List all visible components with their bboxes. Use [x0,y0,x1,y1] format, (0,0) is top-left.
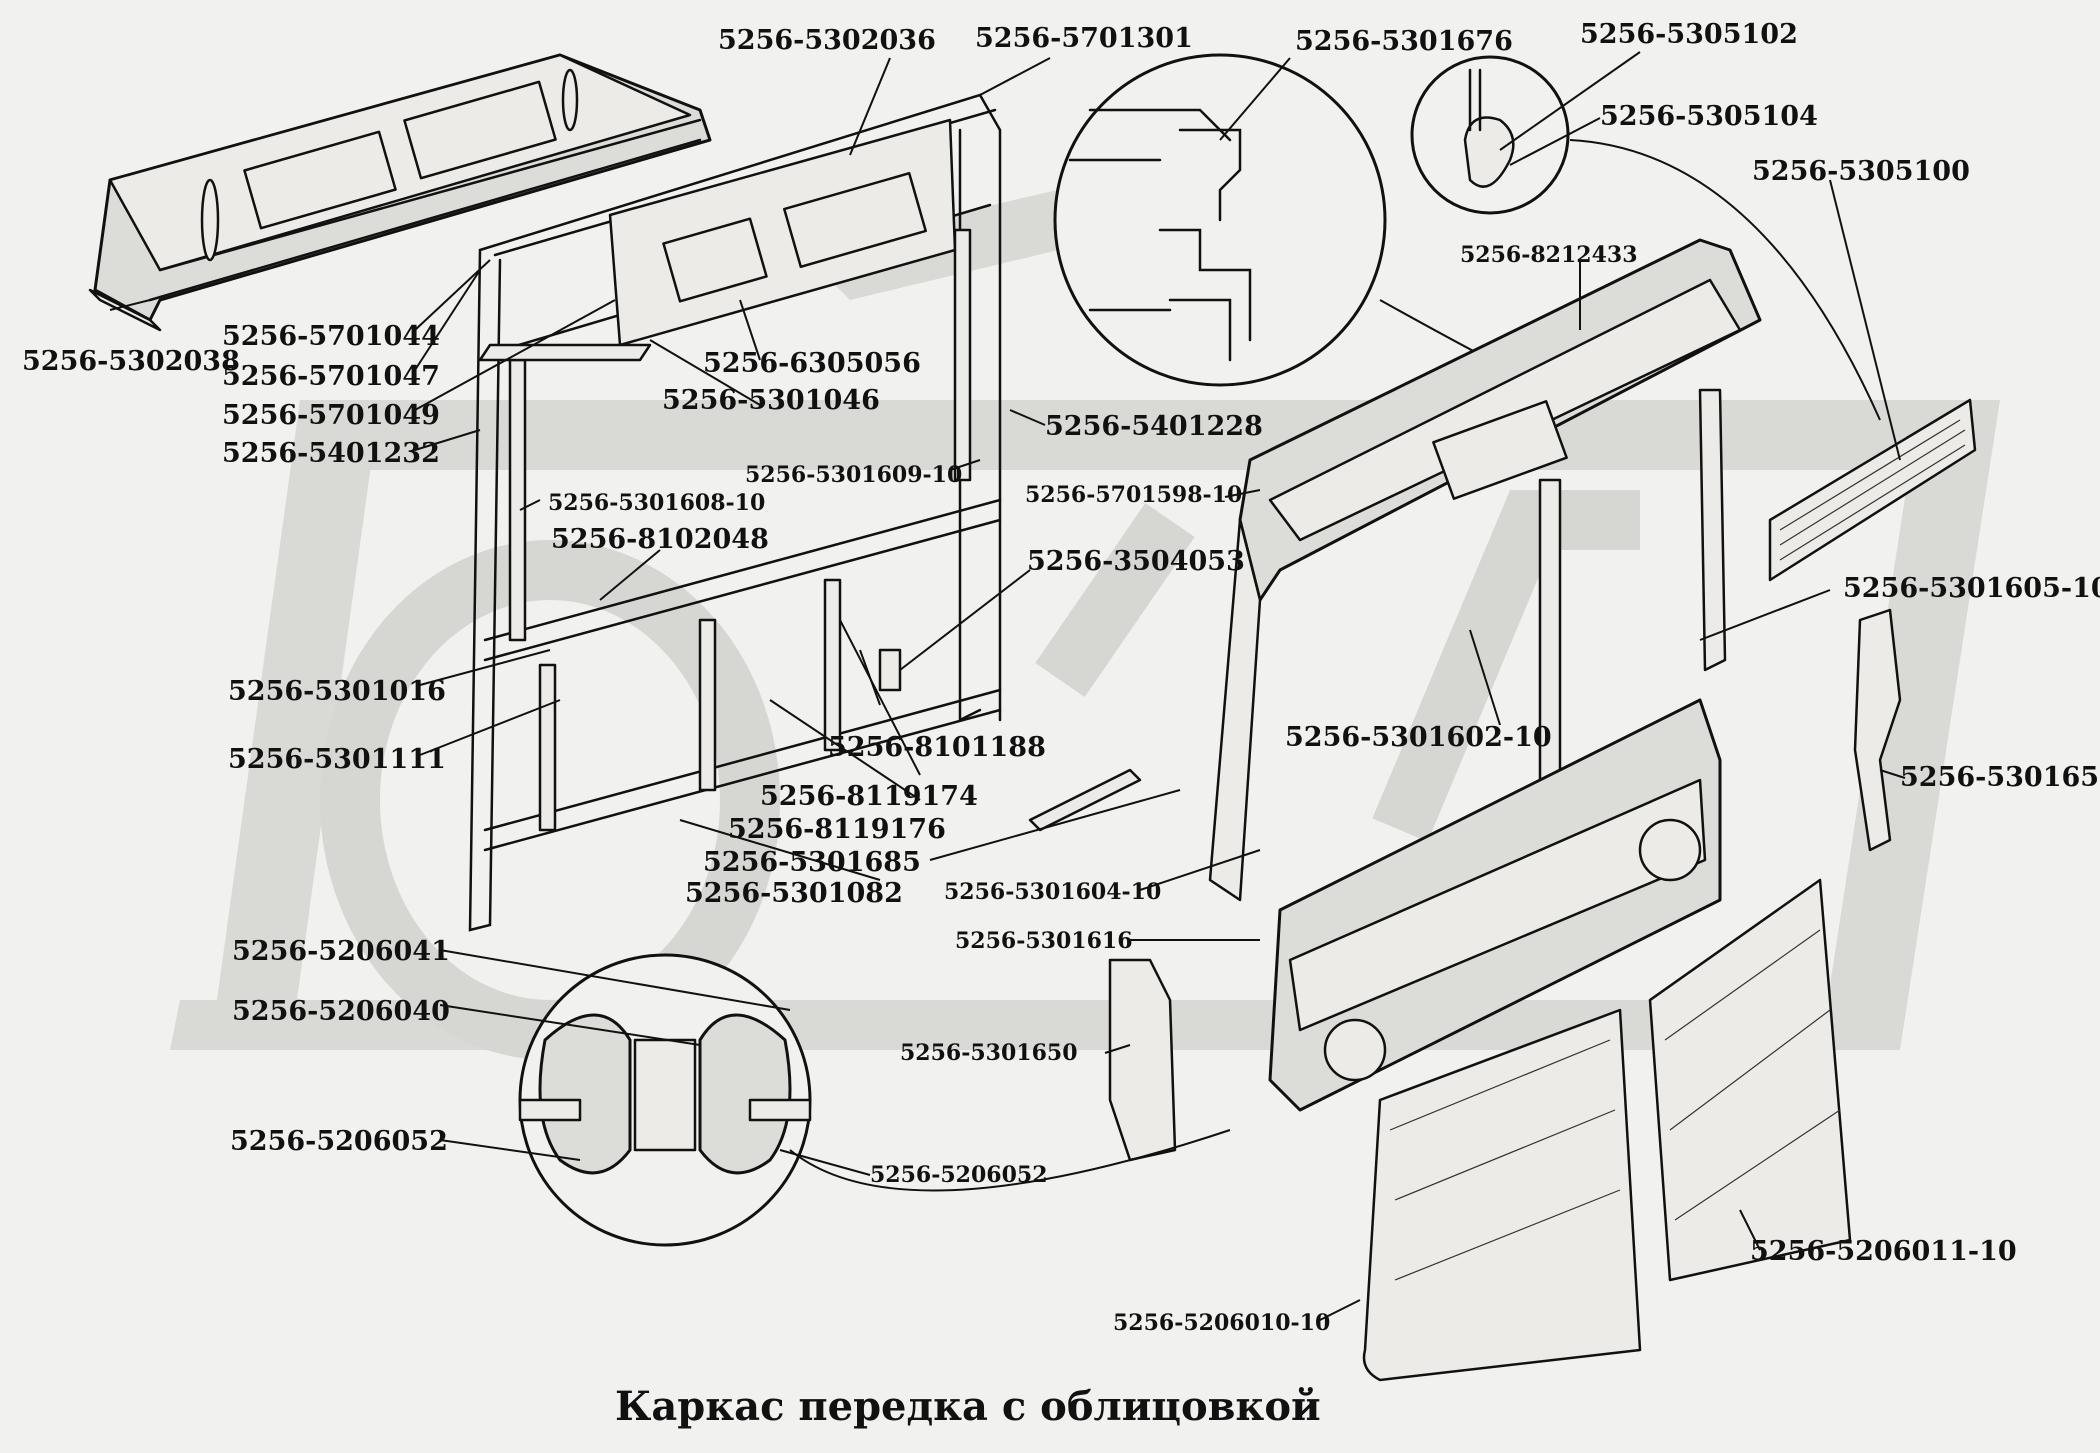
part-label: 5256-5301676 [1295,26,1513,57]
part-label: 5256-5305102 [1580,19,1798,50]
part-label: 5256-5206052 [230,1126,448,1157]
part-label: 5256-5701047 [222,361,440,392]
part-label: 5256-5305100 [1752,156,1970,187]
part-label: 5256-8102048 [551,524,769,555]
side-trim-part [1108,958,1177,1162]
part-label: 5256-5701598-10 [1025,482,1242,508]
part-label: 5256-5301685 [703,847,921,878]
part-label: 5256-5301604-10 [944,879,1161,905]
part-label: 5256-5206011-10 [1750,1236,2017,1267]
part-label: 5256-5305104 [1600,101,1818,132]
part-label: 5256-8212433 [1460,242,1638,268]
part-label: 5256-5302036 [718,25,936,56]
part-label: 5256-5301608-10 [548,490,765,516]
roof-console-part [88,53,712,332]
part-label: 5256-5301016 [228,676,446,707]
part-label: 5256-6305056 [703,348,921,379]
part-label: 5256-5301605-10 [1843,573,2100,604]
part-label: 5256-8119174 [760,781,978,812]
detail-circle-top [1053,53,1543,387]
part-label: 5256-5206052 [870,1162,1048,1188]
part-label: 5256-5301616 [955,928,1133,954]
part-label: 5256-3504053 [1027,546,1245,577]
part-labels: 5256-5302036 5256-5701301 5256-5301676 5… [22,19,2100,1336]
part-label: 5256-5206010-10 [1113,1310,1330,1336]
part-label: 5256-5301602-10 [1285,722,1552,753]
windshield-glass-part [1768,398,1977,852]
part-label: 5256-5301609-10 [745,462,962,488]
diagram-title: Каркас передка с облицовкой [615,1383,1321,1430]
leader-lines [109,51,1906,1321]
part-label: 5256-8101188 [828,732,1046,763]
part-label: 5256-5302038 [22,346,240,377]
part-label: 5256-5401232 [222,438,440,469]
detail-circle-seal [1410,55,1881,421]
part-label: 5256-5206040 [232,996,450,1027]
front-cladding-part [1028,238,1762,1112]
part-label: 5256-5701301 [975,23,1193,54]
part-label: 5256-5701049 [222,400,440,431]
part-label: 5256-5301650 [900,1040,1078,1066]
glass-panels-part [1362,878,1852,1382]
part-label: 5256-5301651 [1900,762,2100,793]
part-label: 5256-5206041 [232,936,450,967]
part-label: 5256-5301046 [662,385,880,416]
part-label: 5256-8119176 [728,814,946,845]
part-label: 5256-5401228 [1045,411,1263,442]
part-label: 5256-5701044 [222,321,440,352]
part-label: 5256-5301111 [228,744,446,775]
part-label: 5256-5301082 [685,878,903,909]
